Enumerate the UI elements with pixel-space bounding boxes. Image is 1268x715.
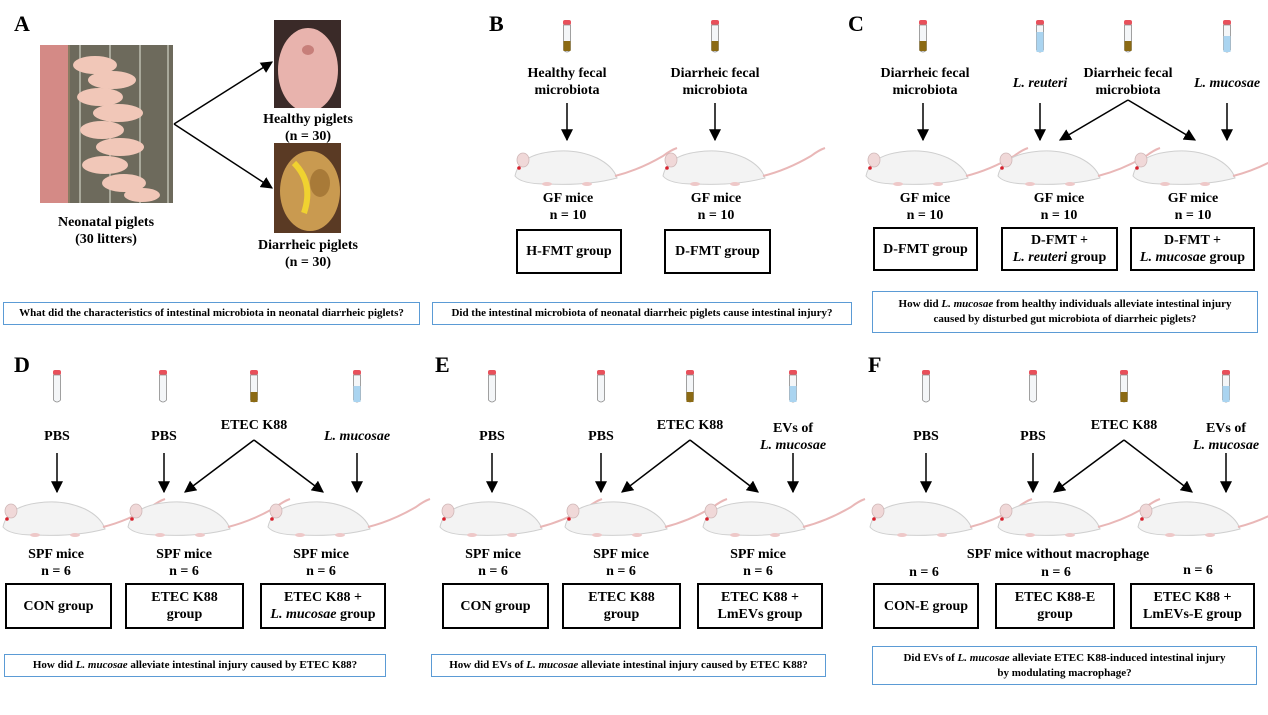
tube-e1 (487, 369, 497, 403)
input-e-etec: ETEC K88 (656, 418, 724, 433)
n-f1: n = 6 (909, 565, 939, 580)
group-box-con-e-f: CON-E group (873, 583, 979, 629)
input-c-l-mucosae: L. mucosae (1193, 76, 1261, 91)
arrow-a-to-diarrheic (173, 123, 274, 189)
healthy-piglets-label: Healthy piglets(n = 30) (263, 112, 353, 144)
neonatal-piglets-label: Neonatal piglets(30 litters) (57, 215, 155, 247)
question-d: How did L. mucosae alleviate intestinal … (4, 654, 386, 677)
input-d-l-mucosae: L. mucosae (323, 429, 391, 444)
mouse-d2 (127, 498, 291, 538)
group-box-con-e: CON group (442, 583, 549, 629)
group-box-etec-lmevs-e: ETEC K88 +LmEVs-E group (1130, 583, 1255, 629)
diarrheic-piglets-label: Diarrheic piglets(n = 30) (258, 238, 358, 270)
panel-letter-d: D (14, 352, 30, 377)
input-f-pbs-2: PBS (1020, 429, 1046, 444)
mouse-f2 (997, 498, 1161, 538)
input-f-pbs-1: PBS (913, 429, 939, 444)
group-box-h-fmt: H-FMT group (516, 229, 622, 274)
group-box-etec-l-mucosae: ETEC K88 +L. mucosae group (260, 583, 386, 629)
group-box-etec-lmevs: ETEC K88 +LmEVs group (697, 583, 823, 629)
question-e: How did EVs of L. mucosae alleviate inte… (431, 654, 826, 677)
panel-letter-c: C (848, 11, 864, 36)
question-b: Did the intestinal microbiota of neonata… (432, 302, 852, 325)
group-box-d-fmt-l-reuteri: D-FMT +L. reuteri group (1001, 227, 1118, 271)
input-f-etec: ETEC K88 (1090, 418, 1158, 433)
tube-f2 (1028, 369, 1038, 403)
tube-d1 (52, 369, 62, 403)
input-d-pbs-1: PBS (44, 429, 70, 444)
input-d-pbs-2: PBS (151, 429, 177, 444)
input-c-l-reuteri: L. reuteri (1012, 76, 1068, 91)
panel-letter-b: B (489, 11, 504, 36)
healthy-piglet-photo (274, 20, 341, 108)
mouse-f3 (1137, 498, 1268, 538)
mouse-b2 (662, 147, 826, 187)
question-a: What did the characteristics of intestin… (3, 302, 420, 325)
input-d-etec: ETEC K88 (220, 418, 288, 433)
mice-f-label: SPF mice without macrophage (966, 547, 1150, 562)
mouse-c3 (1132, 147, 1268, 187)
input-e-pbs-2: PBS (588, 429, 614, 444)
tube-f1 (921, 369, 931, 403)
n-f2: n = 6 (1041, 565, 1071, 580)
n-f3: n = 6 (1183, 563, 1213, 578)
diarrheic-piglet-photo (274, 143, 341, 233)
mouse-d3 (267, 498, 431, 538)
input-e-pbs-1: PBS (479, 429, 505, 444)
question-f: Did EVs of L. mucosae alleviate ETEC K88… (872, 646, 1257, 685)
neonatal-piglets-photo (40, 45, 173, 203)
mouse-b1 (514, 147, 678, 187)
tube-e2 (596, 369, 606, 403)
panel-letter-f: F (868, 352, 882, 377)
group-box-con-d: CON group (5, 583, 112, 629)
group-box-d-fmt-c: D-FMT group (873, 227, 978, 271)
panel-letter-a: A (14, 11, 30, 36)
question-c: How did L. mucosae from healthy individu… (872, 291, 1258, 333)
tube-d2 (158, 369, 168, 403)
group-box-d-fmt-l-mucosae: D-FMT +L. mucosae group (1130, 227, 1255, 271)
mouse-e3 (702, 498, 866, 538)
arrow-a-to-healthy (173, 61, 274, 125)
panel-letter-e: E (435, 352, 450, 377)
mouse-e2 (564, 498, 728, 538)
group-box-d-fmt-b: D-FMT group (664, 229, 771, 274)
